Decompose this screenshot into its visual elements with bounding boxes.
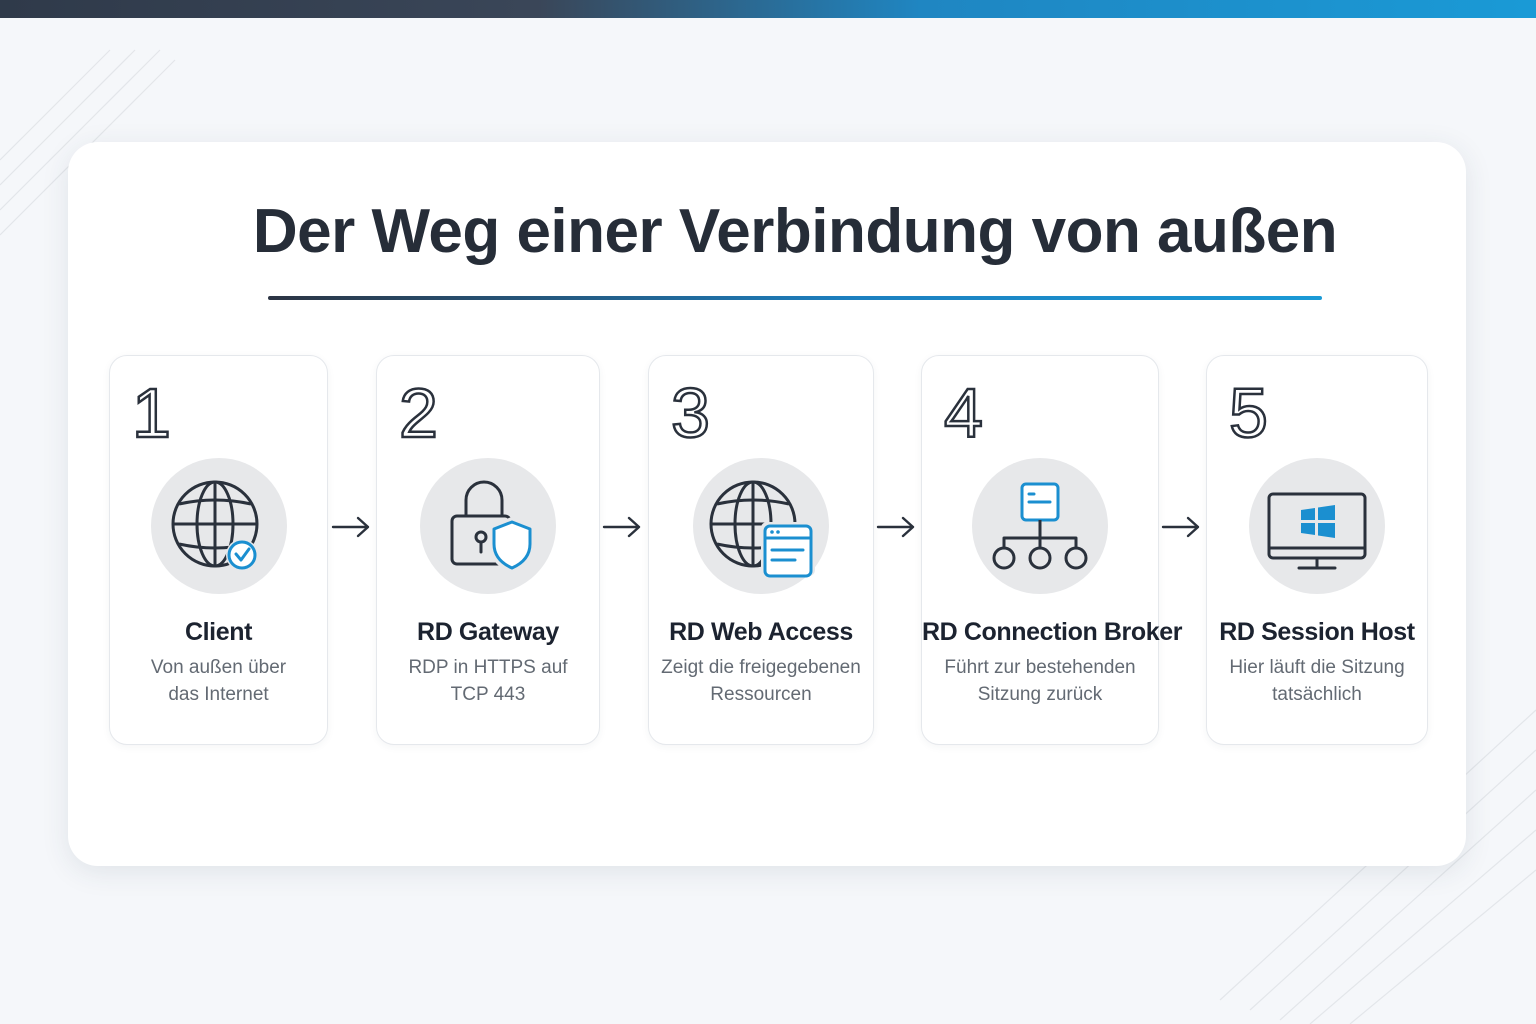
arrow-right-icon: [876, 516, 915, 538]
step-number: 3: [670, 373, 711, 454]
step-label: Client: [184, 618, 253, 646]
icon-circle: [150, 458, 287, 594]
arrow-right-icon: [1161, 516, 1200, 538]
top-gradient-bar: [0, 0, 1536, 18]
arrow-right-icon: [602, 516, 641, 538]
windows-monitor-icon: [1267, 492, 1367, 570]
globe-browser-icon: [709, 480, 815, 578]
step-card-rd-gateway: 2 RD Gateway RDP in HTTPS auf TCP 443: [376, 355, 600, 745]
step-card-rd-connection-broker: 4 RD Connection Broker Führt zur bestehe…: [921, 355, 1183, 745]
step-desc-line-2: das Internet: [168, 684, 269, 705]
step-label: RD Gateway: [417, 618, 559, 646]
icon-circle: [972, 458, 1108, 594]
title-underline: [268, 296, 1322, 300]
step-desc-line-1: Hier läuft die Sitzung: [1229, 657, 1405, 678]
step-desc-line-1: Führt zur bestehenden: [944, 657, 1136, 678]
icon-circle: [420, 458, 556, 594]
step-label: RD Connection Broker: [922, 618, 1183, 646]
step-label: RD Web Access: [669, 618, 853, 646]
step-number: 5: [1228, 373, 1269, 454]
arrow-right-icon: [331, 516, 370, 538]
step-desc-line-1: RDP in HTTPS auf: [408, 657, 568, 678]
step-number: 4: [943, 373, 984, 454]
network-hierarchy-icon: [992, 482, 1088, 570]
step-description: Hier läuft die Sitzung tatsächlich: [1207, 654, 1427, 708]
step-number: 2: [398, 373, 439, 454]
step-description: Von außen über das Internet: [110, 654, 327, 708]
step-number: 1: [131, 373, 172, 454]
lock-shield-icon: [450, 480, 535, 574]
icon-circle: [1249, 458, 1385, 594]
step-description: Zeigt die freigegebenen Ressourcen: [649, 654, 873, 708]
step-label: RD Session Host: [1219, 618, 1415, 646]
icon-circle: [693, 458, 829, 594]
globe-check-icon: [171, 480, 258, 571]
page-title: Der Weg einer Verbindung von außen: [252, 197, 1338, 266]
step-card-rd-session-host: 5 RD Session Host Hier läuft die Sitzung…: [1206, 355, 1428, 745]
step-desc-line-1: Zeigt die freigegebenen: [661, 657, 861, 678]
step-desc-line-2: Ressourcen: [710, 684, 812, 705]
step-description: Führt zur bestehenden Sitzung zurück: [922, 654, 1158, 708]
step-card-client: 1 Client Von außen über das Internet: [109, 355, 328, 745]
step-desc-line-2: TCP 443: [450, 684, 526, 705]
step-desc-line-1: Von außen über: [150, 657, 287, 678]
step-description: RDP in HTTPS auf TCP 443: [377, 654, 599, 708]
step-desc-line-2: Sitzung zurück: [977, 684, 1103, 705]
step-card-rd-web-access: 3 RD Web Access Zeigt die freigegebenen …: [648, 355, 874, 745]
step-desc-line-2: tatsächlich: [1272, 684, 1362, 705]
